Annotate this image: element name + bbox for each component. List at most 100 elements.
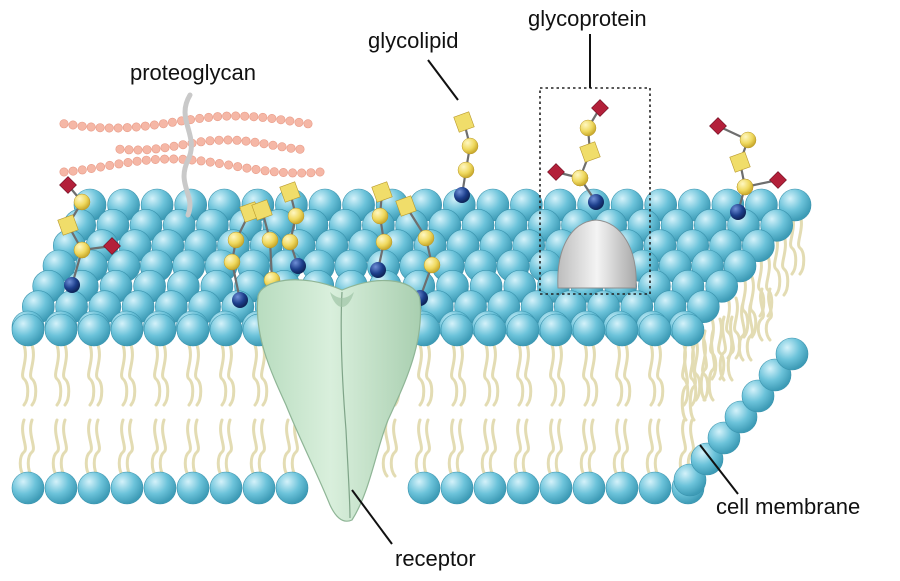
lipid-tail xyxy=(549,343,558,407)
proteoglycan-bead xyxy=(205,136,215,146)
sugar-red-diamond xyxy=(769,171,787,189)
sugar-red-diamond xyxy=(59,176,77,194)
proteoglycan-bead xyxy=(195,113,205,123)
lipid-head xyxy=(176,313,210,347)
proteoglycan-bead xyxy=(150,155,160,165)
lipid-tail xyxy=(183,418,192,478)
lipid-tail xyxy=(582,343,591,407)
sugar-blue-circle xyxy=(370,262,386,278)
sugar-yellow-circle xyxy=(417,229,435,247)
lipid-tail xyxy=(219,343,228,407)
proteoglycan-bead xyxy=(213,112,223,122)
lipid-tail xyxy=(513,418,522,478)
proteoglycan-bead xyxy=(204,112,214,122)
proteoglycan-bead xyxy=(151,144,161,154)
lipid-tail xyxy=(216,418,225,478)
lipid-tail xyxy=(648,343,657,407)
sugar-red-diamond xyxy=(709,117,727,135)
lipid-tail xyxy=(741,275,750,339)
proteoglycan-bead xyxy=(140,121,150,131)
proteoglycan-bead xyxy=(222,111,232,121)
proteoglycan-bead xyxy=(132,156,142,166)
sugar-yellow-circle xyxy=(736,178,754,196)
proteoglycan-bead xyxy=(288,168,298,178)
lipid-tail xyxy=(480,418,489,478)
receptor-groove xyxy=(340,291,351,519)
lipid-tail xyxy=(92,418,101,478)
lipid-tail xyxy=(224,418,233,478)
lipid-head xyxy=(775,337,809,371)
sugar-yellow-circle xyxy=(281,233,299,251)
lipid-tail xyxy=(789,212,798,276)
lipid-tail xyxy=(249,418,258,478)
proteoglycan-bead xyxy=(133,145,143,155)
lipid-heads-side-edge xyxy=(673,337,809,497)
sugar-yellow-circle xyxy=(371,207,389,225)
lipid-heads-bottom-layer xyxy=(11,471,705,505)
sugar-blue-circle xyxy=(232,292,248,308)
proteoglycan-bead xyxy=(115,144,125,154)
lipid-tail xyxy=(680,343,689,422)
sugar-yellow-circle xyxy=(739,131,757,149)
proteoglycan-label: proteoglycan xyxy=(130,60,256,85)
lipid-tail xyxy=(554,418,563,478)
lipid-tail xyxy=(717,317,726,381)
lipid-tail xyxy=(620,418,629,478)
lipid-tail xyxy=(381,418,390,478)
sugar-yellow-circle xyxy=(579,119,597,137)
proteoglycan-bead xyxy=(231,111,241,121)
proteoglycan-bead xyxy=(86,164,96,174)
proteoglycan-bead xyxy=(123,158,133,168)
lipid-head xyxy=(539,313,573,347)
proteoglycan-bead xyxy=(269,167,279,177)
receptor-label: receptor xyxy=(395,546,476,571)
lipid-head xyxy=(605,471,639,505)
lipid-tail xyxy=(612,418,621,478)
proteoglycan-bead xyxy=(196,137,206,147)
lipid-head xyxy=(44,471,78,505)
proteoglycan-bead xyxy=(149,120,159,130)
lipid-tail xyxy=(153,343,162,407)
lipid-head xyxy=(473,313,507,347)
proteoglycan-core-protein xyxy=(181,92,194,218)
sugar-yellow-circle xyxy=(457,161,475,179)
proteoglycan-bead xyxy=(114,159,124,169)
lipid-head xyxy=(77,313,111,347)
proteoglycan-bead xyxy=(297,168,307,178)
sugar-yellow-circle xyxy=(375,233,393,251)
lipid-tail xyxy=(764,287,773,342)
proteoglycan-bead xyxy=(95,123,105,133)
sugar-blue-circle xyxy=(588,194,604,210)
proteoglycan-bead xyxy=(250,137,260,147)
lipid-tail xyxy=(194,343,203,407)
proteoglycan-bead xyxy=(105,160,115,170)
lipid-tail xyxy=(623,343,632,407)
lipid-tail xyxy=(450,343,459,407)
lipid-tail xyxy=(150,418,159,478)
lipid-head xyxy=(143,471,177,505)
proteoglycan-bead xyxy=(68,166,78,176)
proteoglycan-bead xyxy=(267,114,277,124)
lipid-head xyxy=(242,471,276,505)
proteoglycan-bead xyxy=(158,119,168,129)
proteoglycan-bead xyxy=(224,160,234,170)
proteoglycan-bead xyxy=(77,165,87,175)
lipid-head xyxy=(638,471,672,505)
lipid-tail xyxy=(590,343,599,407)
lipid-tail xyxy=(191,418,200,478)
lipid-tail xyxy=(26,418,35,478)
glycoprotein-body xyxy=(557,219,637,289)
proteoglycan-bead xyxy=(68,120,78,130)
lipid-tail xyxy=(95,343,104,407)
cell-membrane-leader-line xyxy=(699,444,739,495)
lipid-tail xyxy=(54,343,63,407)
lipid-tail xyxy=(125,418,134,478)
lipid-tail xyxy=(161,343,170,407)
lipid-tail xyxy=(737,301,746,362)
lipid-tail xyxy=(87,343,96,407)
lipid-tail xyxy=(688,343,697,422)
proteoglycan-bead xyxy=(160,143,170,153)
sugar-red-diamond xyxy=(591,99,609,117)
glycolipid-label: glycolipid xyxy=(368,28,459,53)
receptor-leader-line xyxy=(351,489,393,545)
